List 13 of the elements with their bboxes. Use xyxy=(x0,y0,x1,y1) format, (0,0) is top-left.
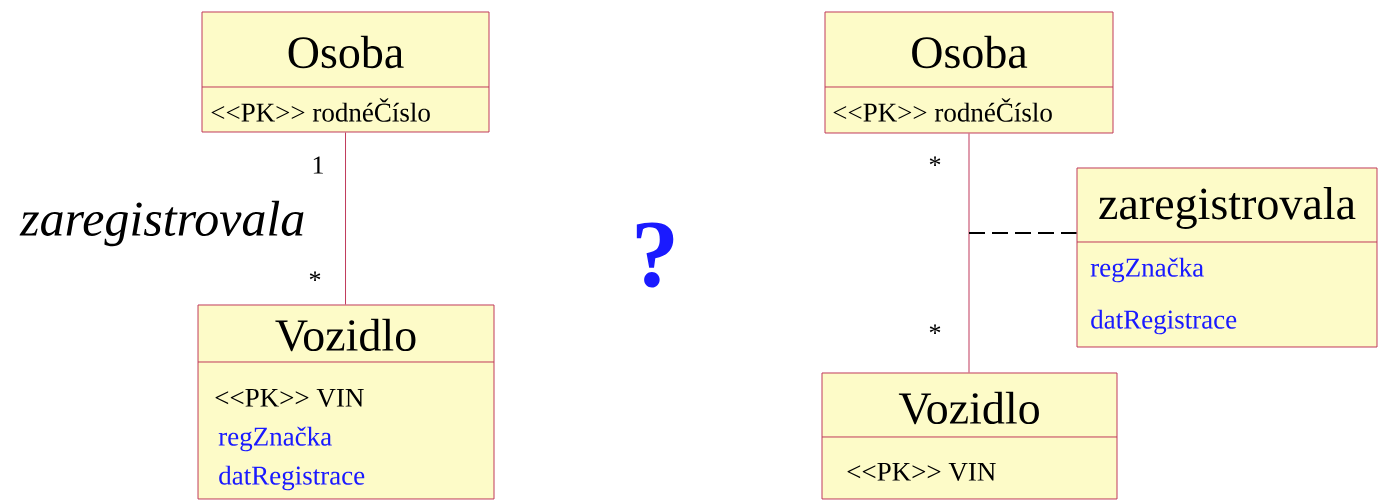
class-box: Vozidlo <<PK>> VIN xyxy=(821,372,1118,500)
question-mark: ? xyxy=(636,222,674,288)
class-box: Osoba <<PK>> rodnéČíslo xyxy=(201,11,490,133)
dashed-connector xyxy=(969,231,1077,235)
association-line xyxy=(968,133,970,373)
multiplicity: * xyxy=(309,271,321,281)
class-box: Osoba <<PK>> rodnéČíslo xyxy=(824,11,1114,134)
class-box: zaregistrovala regZnačka datRegistrace xyxy=(1076,167,1378,348)
class-box: Vozidlo <<PK>> VIN regZnačka datRegistrace xyxy=(197,304,495,500)
association-line xyxy=(345,132,346,305)
multiplicity: 1 xyxy=(313,156,323,174)
association-name: zaregistrovala xyxy=(19,200,304,247)
multiplicity: * xyxy=(929,324,941,334)
